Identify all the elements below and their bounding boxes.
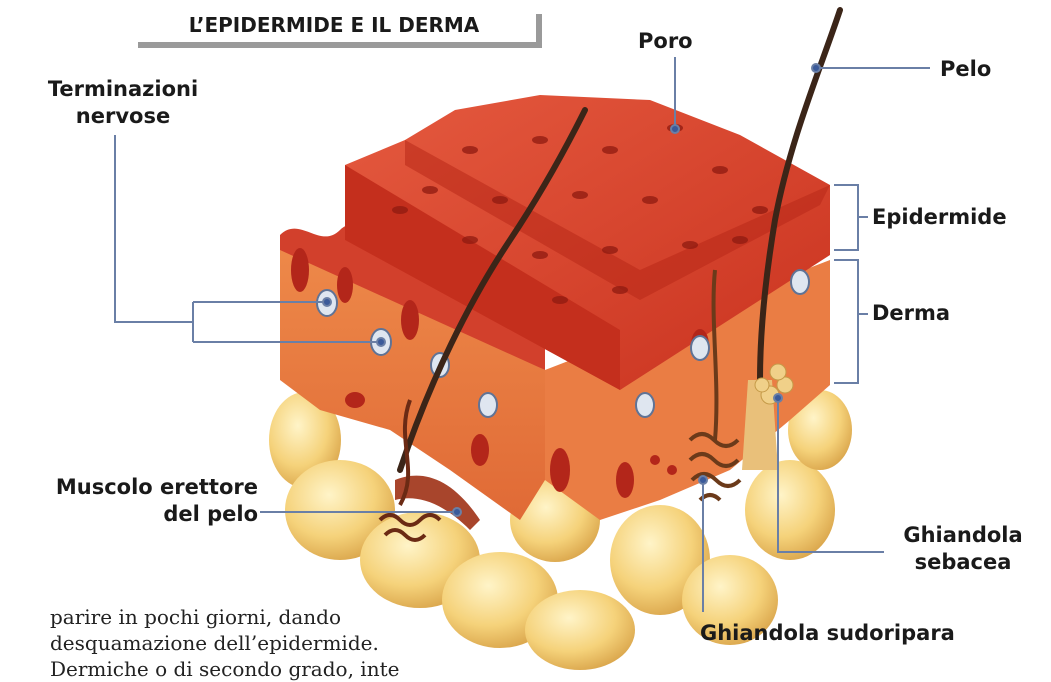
label-epidermide: Epidermide <box>872 204 1007 231</box>
label-ghiandola-sebacea: Ghiandola sebacea <box>888 522 1038 576</box>
label-terminazioni-nervose: Terminazioni nervose <box>28 76 218 130</box>
bracket-epidermide <box>834 185 858 250</box>
label-sebacea-line1: Ghiandola <box>888 522 1038 549</box>
bracket-derma <box>834 260 858 383</box>
diagram-title: L’EPIDERMIDE E IL DERMA <box>132 8 536 42</box>
label-muscolo-line1: Muscolo erettore <box>8 474 258 501</box>
body-text-line2: desquamazione dell’epidermide. <box>50 630 530 656</box>
label-sebacea-line2: sebacea <box>888 549 1038 576</box>
label-pelo: Pelo <box>940 56 991 83</box>
label-poro: Poro <box>638 28 693 55</box>
leader-terminazioni <box>115 135 193 322</box>
leader-dot <box>671 125 679 133</box>
body-text-line1: parire in pochi giorni, dando <box>50 604 530 630</box>
fat-lobule <box>745 460 835 560</box>
label-muscolo-line2: del pelo <box>8 501 258 528</box>
label-terminazioni-line2: nervose <box>28 103 218 130</box>
leader-dot <box>812 64 820 72</box>
label-muscolo-erettore: Muscolo erettore del pelo <box>8 474 258 528</box>
label-derma: Derma <box>872 300 950 327</box>
body-text-line3: Dermiche o di secondo grado, inte <box>50 656 530 682</box>
fat-lobule <box>525 590 635 670</box>
label-terminazioni-line1: Terminazioni <box>28 76 218 103</box>
label-ghiandola-sudoripara: Ghiandola sudoripara <box>700 620 955 647</box>
